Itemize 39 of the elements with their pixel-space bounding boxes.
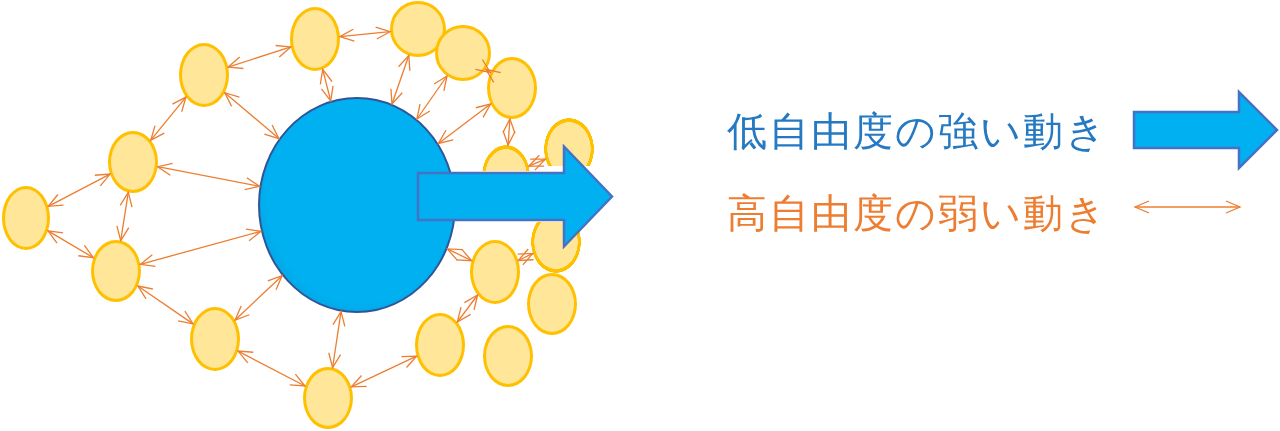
double-arrow [237, 350, 306, 387]
double-arrow [47, 173, 111, 207]
ellipse [527, 273, 577, 335]
double-arrow [319, 68, 334, 102]
double-arrow [390, 54, 411, 105]
ellipse [2, 186, 50, 250]
double-arrow [502, 118, 516, 146]
double-arrow [437, 103, 492, 145]
double-arrow [339, 26, 391, 42]
double-arrow [474, 58, 502, 83]
ellipse [483, 325, 533, 387]
ellipse [179, 43, 229, 107]
double-arrow [47, 230, 95, 259]
ellipse [108, 131, 158, 193]
double-arrow [157, 162, 261, 191]
double-arrow [139, 228, 262, 268]
double-arrow [528, 154, 547, 171]
double-arrow [328, 310, 346, 369]
double-arrow [224, 92, 280, 140]
block-arrow [416, 143, 614, 250]
ellipse [390, 1, 446, 57]
ellipse [470, 240, 520, 304]
legend-label: 高自由度の弱い動き [727, 189, 1108, 237]
double-arrow [350, 355, 418, 388]
ellipse [415, 313, 465, 377]
legend-label: 低自由度の強い動き [727, 107, 1108, 155]
double-arrow [446, 248, 473, 262]
double-arrow [227, 44, 292, 70]
double-arrow [234, 275, 283, 321]
ellipse [190, 307, 240, 371]
double-arrow [516, 248, 535, 266]
ellipse [435, 25, 491, 81]
ellipse [487, 57, 537, 119]
double-arrow [416, 75, 448, 120]
double-arrow [456, 294, 479, 323]
double-arrow [116, 191, 133, 242]
double-arrow [137, 285, 194, 325]
ellipse [290, 7, 340, 71]
double-arrow [150, 96, 187, 141]
